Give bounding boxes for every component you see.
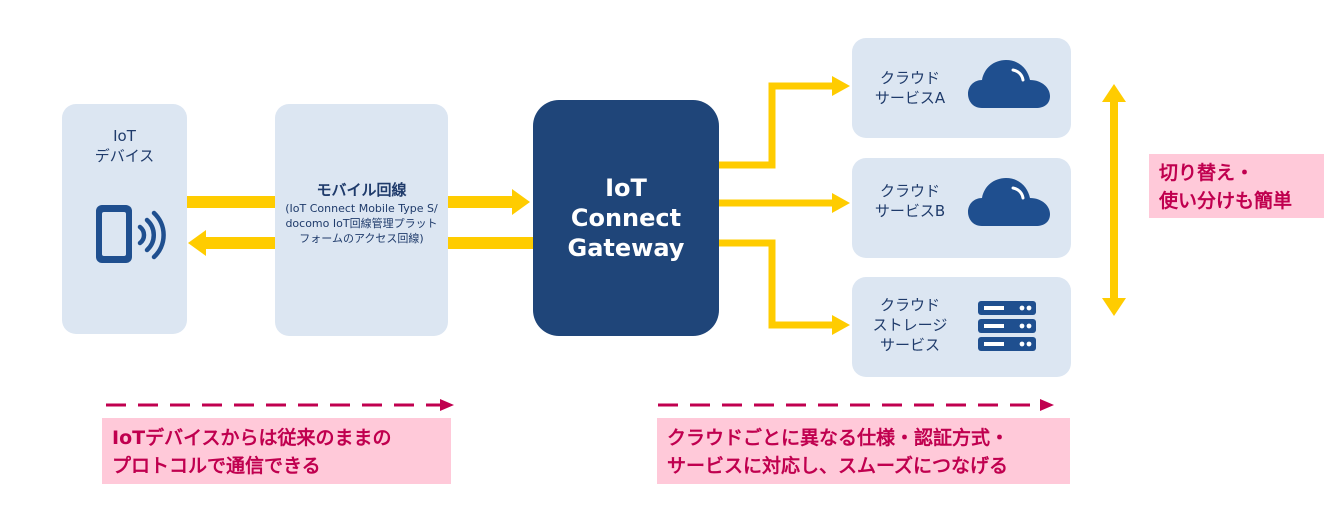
cloud-icon (968, 60, 1050, 108)
switch-note: 切り替え・ 使い分けも簡単 (1149, 154, 1324, 218)
gateway-line1: IoT (605, 174, 647, 202)
server-icon (978, 301, 1036, 351)
storage-label-line1: クラウド (879, 296, 940, 314)
arrow-device-to-mobile (187, 196, 275, 208)
storage-label-line2: ストレージ (872, 316, 948, 334)
iot-device-label-line1: IoT (113, 127, 136, 145)
double-arrow-vertical (1102, 84, 1126, 316)
mobile-line-box: モバイル回線 (IoT Connect Mobile Type S/ docom… (275, 104, 448, 336)
gateway-line3: Gateway (567, 234, 685, 262)
switch-note-line1: 切り替え・ (1159, 162, 1255, 184)
arrow-gateway-to-cloud-a (719, 76, 850, 169)
cloud-a-label-line1: クラウド (879, 69, 940, 87)
arrow-gateway-to-cloud-b (719, 193, 850, 213)
left-note: IoTデバイスからは従来のままの プロトコルで通信できる (102, 418, 451, 484)
right-note-line2: サービスに対応し、スムーズにつなげる (667, 455, 1009, 477)
cloud-b-label-line2: サービスB (874, 202, 946, 220)
dashed-arrow-left (106, 399, 454, 411)
mobile-line-sub2: docomo IoT回線管理プラット (285, 217, 438, 230)
mobile-line-sub3: フォームのアクセス回線) (299, 232, 424, 245)
cloud-service-b-box: クラウド サービスB (852, 158, 1071, 258)
arrow-gateway-to-storage (719, 239, 850, 335)
switch-note-line2: 使い分けも簡単 (1159, 190, 1293, 212)
iot-connect-gateway-box: IoT Connect Gateway (533, 100, 719, 336)
right-note-line1: クラウドごとに異なる仕様・認証方式・ (667, 427, 1010, 449)
cloud-a-label-line2: サービスA (874, 89, 946, 107)
cloud-service-a-box: クラウド サービスA (852, 38, 1071, 138)
left-note-line1: IoTデバイスからは従来のままの (112, 427, 392, 449)
mobile-line-sub1: (IoT Connect Mobile Type S/ (285, 202, 438, 215)
mobile-line-title: モバイル回線 (316, 181, 407, 199)
smartphone-wireless-icon (96, 205, 166, 263)
arrow-mobile-to-device (188, 230, 275, 256)
arrow-mobile-to-gateway (448, 189, 530, 215)
arrow-gateway-to-mobile (448, 237, 533, 249)
iot-device-label-line2: デバイス (94, 147, 155, 165)
gateway-line2: Connect (570, 204, 682, 232)
dashed-arrow-right (658, 399, 1054, 411)
storage-label-line3: サービス (879, 336, 940, 354)
right-note: クラウドごとに異なる仕様・認証方式・ サービスに対応し、スムーズにつなげる (657, 418, 1070, 484)
cloud-b-label-line1: クラウド (879, 182, 940, 200)
cloud-storage-service-box: クラウド ストレージ サービス (852, 277, 1071, 377)
iot-device-box: IoT デバイス (62, 104, 187, 334)
cloud-icon (968, 178, 1050, 226)
left-note-line2: プロトコルで通信できる (112, 455, 321, 477)
